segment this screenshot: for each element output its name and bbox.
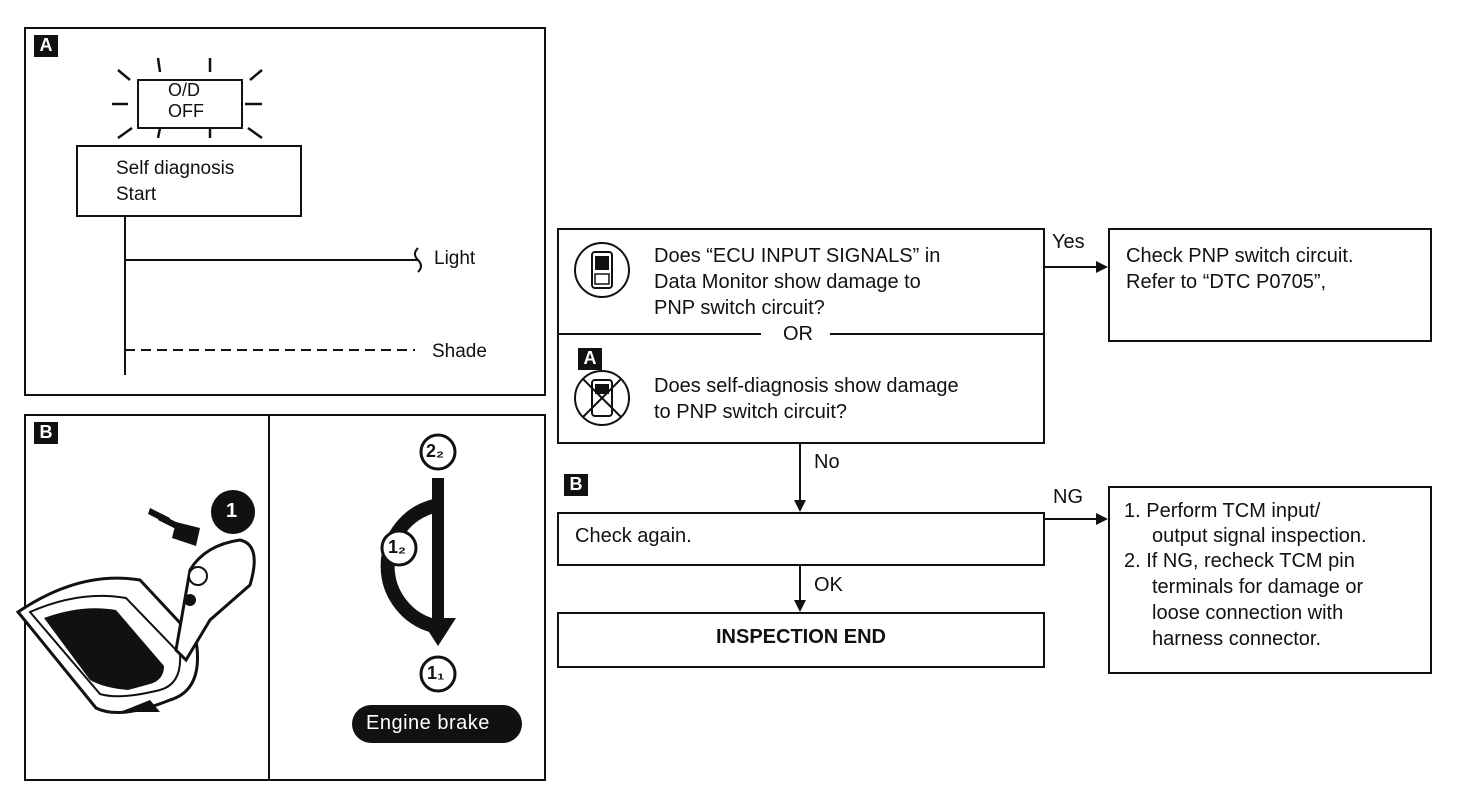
flow-tag-a: A xyxy=(578,348,602,370)
question-box xyxy=(557,228,1045,444)
down-arrow-head xyxy=(420,618,456,646)
lamp-text-line1: O/D xyxy=(168,80,201,100)
check-again-box xyxy=(557,512,1045,566)
ng-result-box xyxy=(1108,486,1432,674)
ng-item2-line3: loose connection with xyxy=(1152,602,1344,624)
yes-result-box xyxy=(1108,228,1432,342)
q1-line2: Data Monitor show damage to xyxy=(654,271,921,293)
break-mark-icon xyxy=(414,247,422,273)
push-arrow-icon xyxy=(148,508,200,546)
q1-line1: Does “ECU INPUT SIGNALS” in xyxy=(654,245,941,267)
flow-tag-b: B xyxy=(564,474,588,496)
ng-label: NG xyxy=(1053,486,1083,508)
self-diagnosis-line1: Self diagnosis xyxy=(116,158,235,179)
check-again-label: Check again. xyxy=(575,525,692,547)
step-1-badge xyxy=(211,490,255,534)
position-1-1-circle xyxy=(419,655,457,693)
or-divider-left xyxy=(557,333,761,335)
ng-item2-line2: terminals for damage or xyxy=(1152,576,1364,598)
yes-result-line1: Check PNP switch circuit. xyxy=(1126,245,1354,267)
od-off-lamp xyxy=(137,79,243,129)
q1-line3: PNP switch circuit? xyxy=(654,297,825,319)
position-1-2-label: 1₂ xyxy=(388,537,407,557)
flash-rays-icon xyxy=(112,57,263,140)
position-1-1-label: 1₁ xyxy=(427,663,445,683)
or-label: OR xyxy=(783,323,813,345)
light-label: Light xyxy=(434,248,476,269)
ng-item2-line4: harness connector. xyxy=(1152,628,1321,650)
yes-label: Yes xyxy=(1052,231,1085,253)
or-divider-right xyxy=(830,333,1045,335)
yes-result-line2: Refer to “DTC P0705”, xyxy=(1126,271,1327,293)
position-2-2-label: 2₂ xyxy=(426,441,445,461)
self-diagnosis-line2: Start xyxy=(116,184,157,205)
position-1-2-circle xyxy=(380,529,418,567)
ok-label: OK xyxy=(814,574,843,596)
inspection-end-label: INSPECTION END xyxy=(715,626,887,648)
shade-label: Shade xyxy=(432,341,487,362)
panel-a-tag: A xyxy=(34,35,58,57)
q2-line1: Does self-diagnosis show damage xyxy=(654,375,959,397)
inspection-end-box xyxy=(557,612,1045,668)
consult-tester-icon xyxy=(574,242,630,298)
lamp-text-line2: OFF xyxy=(168,101,204,121)
arc-selector xyxy=(380,499,436,633)
shift-lever-icon xyxy=(15,538,256,714)
panel-b-tag: B xyxy=(34,422,58,444)
position-2-2-circle xyxy=(419,433,457,471)
ng-item1-line1: 1. Perform TCM input/ xyxy=(1124,500,1321,522)
ng-item1-line2: output signal inspection. xyxy=(1152,525,1367,547)
no-label: No xyxy=(814,451,840,473)
engine-brake-badge xyxy=(352,705,522,743)
self-diagnosis-box xyxy=(76,145,302,217)
step-1-label: 1 xyxy=(226,500,238,522)
q2-line2: to PNP switch circuit? xyxy=(654,401,848,423)
panel-b-divider xyxy=(268,414,270,781)
engine-brake-label: Engine brake xyxy=(366,712,490,734)
no-tester-icon xyxy=(574,370,630,426)
ng-item2-line1: 2. If NG, recheck TCM pin xyxy=(1124,550,1355,572)
